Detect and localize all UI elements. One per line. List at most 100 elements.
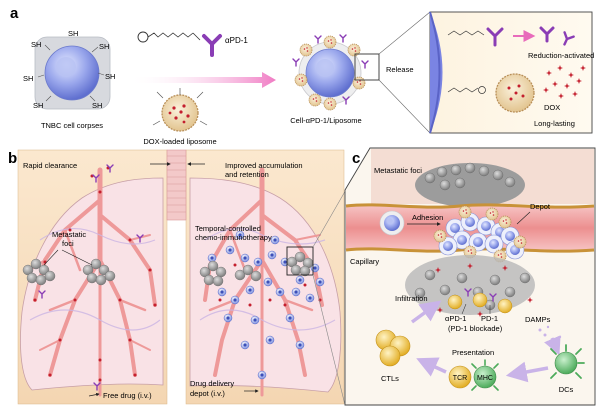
dox-dot [303, 283, 307, 287]
liposome [485, 207, 499, 221]
depot-label: Drug delivery [190, 379, 234, 388]
depot-cell [217, 287, 227, 297]
dox-dot [268, 298, 272, 302]
conjugate-label: Cell-αPD-1/Liposome [290, 116, 361, 125]
tumor-mass-top [415, 162, 525, 207]
panel-a: a SH SH SH SH SH SH SH TNBC cell corpses [10, 5, 594, 146]
thiol-label: SH [23, 74, 33, 83]
mhc-label: MHC [477, 375, 493, 382]
foci-label-2: foci [62, 239, 74, 248]
ctls-label: CTLs [381, 374, 399, 383]
dox-liposome [152, 88, 208, 132]
tcr-cell [448, 365, 472, 389]
thiol-label: SH [92, 101, 102, 110]
depot-cell [223, 313, 233, 323]
mhc-cell [471, 359, 499, 391]
panel-c-letter: c [352, 150, 360, 167]
damps-label: DAMPs [525, 315, 551, 324]
depot-cluster [433, 205, 527, 263]
depot-cell [230, 295, 240, 305]
foci-label: Metastatic [52, 230, 86, 239]
depot-label-c: Depot [530, 202, 551, 211]
depot-label-2: depot (i.v.) [190, 389, 225, 398]
trachea [166, 149, 187, 221]
depot-cell [240, 340, 250, 350]
dcs-label: DCs [559, 385, 574, 394]
depot-cell [305, 293, 315, 303]
liposome-label: DOX-loaded liposome [143, 137, 216, 146]
tcr-label: TCR [453, 375, 467, 382]
depot-cell [275, 287, 285, 297]
tnbc-cell-corpse: SH SH SH SH SH SH SH [23, 29, 115, 110]
presentation-label: Presentation [452, 348, 494, 357]
apd1-label: αPD-1 [225, 36, 248, 45]
depot-cell [285, 313, 295, 323]
dox-dot [248, 303, 252, 307]
temporal-label: Temporal-controlled [195, 224, 261, 233]
panel-b: b [8, 149, 345, 405]
depot-cell [265, 335, 275, 345]
depot-cell [445, 218, 465, 238]
depot-cell [257, 370, 267, 380]
thiol-label: SH [105, 72, 115, 81]
ctl-infiltrating [447, 288, 513, 314]
depot-cell [438, 236, 458, 256]
right-zoom-box [286, 246, 314, 276]
infiltration-label: Infiltration [395, 294, 428, 303]
adhesion-label: Adhesion [412, 213, 443, 222]
thiol-label: SH [33, 101, 43, 110]
depot-cell [291, 287, 301, 297]
dox-dot [283, 303, 287, 307]
panel-c: c Adhesion Depot Meta [312, 147, 596, 406]
capillary-label: Capillary [350, 257, 379, 266]
liposome [458, 205, 472, 219]
depot-cell [484, 234, 504, 254]
depot-cell [295, 275, 305, 285]
liposome [498, 215, 512, 229]
metastatic-foci-label: Metastatic foci [374, 166, 422, 175]
blockade-label: (PD-1 blockade) [448, 324, 503, 333]
depot-cell [250, 315, 260, 325]
improved-label-2: and retention [225, 170, 269, 179]
panel-b-letter: b [8, 150, 17, 167]
improved-label: Improved accumulation [225, 161, 303, 170]
liposome [433, 229, 447, 243]
ctls-group [375, 329, 411, 367]
depot-cell [253, 257, 263, 267]
conjugate-cell [292, 34, 369, 111]
pd1-label: PD-1 [481, 314, 498, 323]
rapid-clearance-label: Rapid clearance [23, 161, 77, 170]
dc-cell [550, 344, 585, 379]
free-drug-label: Free drug (i.v.) [103, 391, 152, 400]
release-inset [429, 11, 593, 134]
dox-label: DOX [544, 103, 560, 112]
depot-cell [270, 235, 280, 245]
conjugate-cell-flow [379, 210, 405, 236]
long-lasting-label: Long-lasting [534, 119, 575, 128]
depot-cell [225, 245, 235, 255]
thiol-label: SH [31, 40, 41, 49]
depot-cell [315, 277, 325, 287]
apd1-label-c: αPD-1 [445, 314, 466, 323]
zoom-box [354, 53, 380, 81]
depot-cell [267, 250, 277, 260]
reduction-label: Reduction-activated [528, 51, 594, 60]
depot-cell [476, 216, 496, 236]
depot-cell [295, 340, 305, 350]
depot-cell [245, 285, 255, 295]
free-drug-dots [33, 166, 157, 382]
depot-cell [240, 253, 250, 263]
depot-cell [263, 277, 273, 287]
dox-dot [218, 298, 222, 302]
depot-cell [452, 230, 472, 250]
conjugation-arrow [128, 72, 276, 88]
thiol-label: SH [99, 42, 109, 51]
depot-cell [207, 253, 217, 263]
temporal-label-2: chemo-immunotherapy [195, 233, 272, 242]
dox-dot [233, 263, 237, 267]
panel-a-letter: a [10, 5, 19, 22]
thiol-label: SH [68, 29, 78, 38]
tnbc-cell-label: TNBC cell corpses [41, 121, 103, 130]
liposome [513, 235, 527, 249]
